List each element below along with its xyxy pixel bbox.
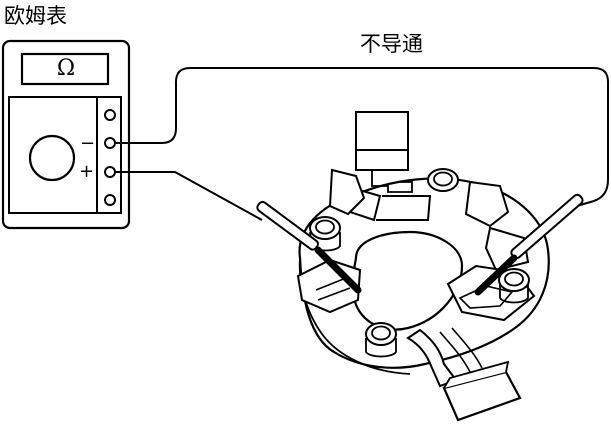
meter-title-label: 欧姆表	[4, 4, 67, 28]
mounting-post-left	[309, 216, 341, 240]
brush-top-spring	[371, 170, 413, 193]
continuity-status-label: 不导通	[360, 32, 423, 56]
mounting-post-bottom-base	[365, 338, 397, 358]
ohm-unit-symbol: Ω	[56, 56, 76, 81]
brush-left-housing	[328, 168, 366, 216]
brush-top-block-lower	[355, 149, 409, 171]
probe-positive-tip	[314, 246, 362, 294]
terminal-1	[104, 109, 116, 121]
terminal-4	[104, 194, 116, 206]
probe-positive	[256, 200, 362, 294]
brush-top-block	[355, 111, 409, 151]
brush-right-box	[484, 226, 530, 272]
probe-negative	[474, 193, 584, 296]
meter-dial	[28, 134, 76, 182]
brush-bottom-wire	[439, 327, 483, 373]
brush-bottom-lead-block-top	[443, 360, 510, 389]
brush-right-housing	[464, 180, 510, 228]
negative-terminal-label: −	[80, 133, 96, 154]
brush-bottom-lead-block	[442, 370, 522, 422]
brush-left-shunt	[315, 277, 351, 301]
terminal-negative	[104, 137, 116, 149]
ohmmeter	[1, 39, 131, 230]
terminal-positive	[104, 166, 116, 178]
lead-wire-positive	[115, 171, 263, 221]
probe-negative-tip	[474, 254, 518, 296]
positive-terminal-label: +	[79, 161, 95, 182]
lead-wire-negative	[115, 67, 609, 213]
mounting-post-bottom	[365, 322, 397, 346]
mounting-post-right-base	[499, 284, 529, 304]
mounting-post-top	[427, 168, 459, 192]
meter-display	[20, 52, 110, 86]
brush-bottom-arm	[406, 328, 458, 388]
brush-holder	[296, 111, 550, 422]
